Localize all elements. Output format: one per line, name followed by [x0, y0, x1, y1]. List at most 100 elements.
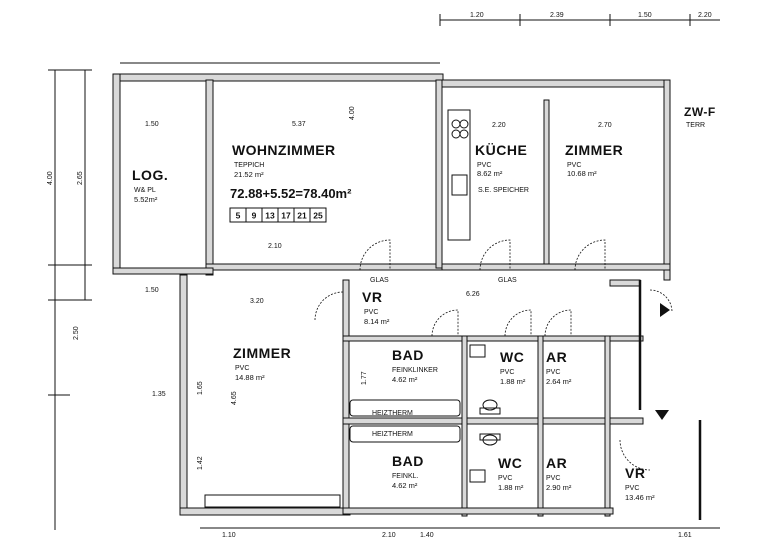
room-area: 10.68 m² [567, 169, 597, 178]
room-wc-1: WC PVC 1.88 m² [500, 349, 526, 386]
room-floor: TEPPICH [234, 162, 264, 169]
dim-wohn-bottom: 2.10 [268, 243, 282, 250]
room-name: VR [362, 289, 382, 305]
arrow-down-icon [655, 410, 669, 420]
dim-left-3: 1.42 [197, 456, 204, 470]
room-bad-1: BAD FEINKLINKER 4.62 m² 1.77 HEIZTHERM [361, 347, 438, 417]
room-floor: FEINKLINKER [392, 367, 438, 374]
dim-left-5: 1.35 [152, 391, 166, 398]
dim-top-0: 1.20 [470, 12, 484, 19]
dim-zimmer1-width: 2.70 [598, 122, 612, 129]
dim-bottom-0: 1.10 [222, 532, 236, 539]
room-name: VR [625, 465, 645, 481]
room-bad-2: HEIZTHERM BAD FEINKL. 4.62 m² [372, 431, 424, 490]
unit-grid-number: 17 [281, 211, 291, 221]
heiztherm-label-1: HEIZTHERM [372, 410, 413, 417]
room-area: 1.88 m² [500, 377, 526, 386]
arrow-right-icon [660, 303, 670, 317]
dim-loggia-width: 1.50 [145, 121, 159, 128]
room-area: 13.46 m² [625, 493, 655, 502]
room-area: 2.90 m² [546, 483, 572, 492]
room-floor: FEINKL. [392, 473, 419, 480]
room-name: WC [500, 349, 524, 365]
room-area: 21.52 m² [234, 170, 264, 179]
room-zimmer-1: ZIMMER PVC 10.68 m² 2.70 [565, 122, 623, 178]
room-floor: PVC [500, 369, 514, 376]
room-name: ZIMMER [233, 345, 291, 361]
dim-loggia-bottom: 1.50 [145, 287, 159, 294]
bottom-dimension-chain: 1.10 2.10 1.40 1.61 [200, 527, 720, 539]
dim-bad-height: 1.77 [361, 371, 368, 385]
room-ar-2: AR PVC 2.90 m² [546, 455, 572, 492]
room-name: WC [498, 455, 522, 471]
outer-walls [112, 73, 671, 516]
room-name: WOHNZIMMER [232, 142, 336, 158]
area-formula: 72.88+5.52=78.40m² [230, 186, 352, 201]
dim-top-1: 2.39 [550, 12, 564, 19]
door-swings [314, 239, 673, 471]
room-name: BAD [392, 453, 424, 469]
unit-number-grid: 5 9 13 17 21 25 [229, 207, 327, 223]
dim-vr-width: 6.26 [466, 291, 480, 298]
room-floor: PVC [546, 369, 560, 376]
room-name: AR [546, 455, 567, 471]
dim-wohn-height: 4.00 [349, 106, 356, 120]
dim-zimmer2-height: 4.65 [231, 391, 238, 405]
unit-grid-number: 5 [236, 211, 241, 221]
dim-left-0: 4.00 [47, 171, 54, 185]
dim-top-3: 2.20 [698, 12, 712, 19]
room-area: 8.14 m² [364, 317, 390, 326]
room-name: ZIMMER [565, 142, 623, 158]
dim-bottom-3: 1.61 [678, 532, 692, 539]
room-floor: PVC [235, 365, 249, 372]
heiztherm-label-2: HEIZTHERM [372, 431, 413, 438]
unit-grid-number: 25 [313, 211, 323, 221]
room-vorraum-1: VR PVC 8.14 m² 6.26 [362, 289, 480, 326]
dim-bottom-2: 1.40 [420, 532, 434, 539]
zw-label: ZW-F [684, 105, 716, 119]
room-wc-2: WC PVC 1.88 m² [498, 455, 524, 492]
dim-left-2: 2.50 [73, 326, 80, 340]
room-note: S.E. SPEICHER [478, 187, 529, 194]
room-area: 8.62 m² [477, 169, 503, 178]
dim-zimmer2-width: 3.20 [250, 298, 264, 305]
room-name: BAD [392, 347, 424, 363]
left-dimension-chain: 4.00 2.65 2.50 1.42 1.65 1.35 [47, 69, 204, 530]
dim-wohn-width: 5.37 [292, 121, 306, 128]
fixtures [204, 109, 501, 508]
room-kueche: KÜCHE PVC 8.62 m² S.E. SPEICHER 2.20 [475, 122, 529, 194]
room-wohnzimmer: WOHNZIMMER TEPPICH 21.52 m² 72.88+5.52=7… [230, 106, 356, 250]
room-floor: PVC [546, 475, 560, 482]
room-area: 4.62 m² [392, 481, 418, 490]
room-ar-1: AR PVC 2.64 m² [546, 349, 572, 386]
room-zimmer-2: ZIMMER PVC 14.88 m² 3.20 4.65 [231, 298, 291, 405]
dim-top-2: 1.50 [638, 12, 652, 19]
room-floor: PVC [477, 162, 491, 169]
room-floor: PVC [567, 162, 581, 169]
unit-grid-number: 13 [265, 211, 275, 221]
unit-grid-cell [309, 207, 327, 223]
glas-label-2: GLAS [498, 277, 517, 284]
room-vorraum-2: VR PVC 13.46 m² [625, 465, 655, 502]
room-floor: PVC [364, 309, 378, 316]
room-area: 2.64 m² [546, 377, 572, 386]
room-area: 4.62 m² [392, 375, 418, 384]
terr-label: TERR [686, 122, 705, 129]
misc-labels: GLAS GLAS ZW-F TERR [370, 105, 716, 284]
room-name: KÜCHE [475, 142, 527, 158]
top-dimension-chain: 1.20 2.39 1.50 2.20 [120, 12, 720, 64]
unit-grid-number: 9 [252, 211, 257, 221]
room-floor: W& PL [134, 187, 156, 194]
interior-walls [342, 263, 702, 520]
dim-left-1: 2.65 [77, 171, 84, 185]
room-name: LOG. [132, 167, 168, 183]
room-area: 1.88 m² [498, 483, 524, 492]
dim-kueche-width: 2.20 [492, 122, 506, 129]
room-name: AR [546, 349, 567, 365]
unit-grid-number: 21 [297, 211, 307, 221]
room-loggia: LOG. W& PL 5.52m² 1.50 1.50 [132, 121, 168, 294]
room-area: 14.88 m² [235, 373, 265, 382]
room-area: 5.52m² [134, 195, 158, 204]
room-floor: PVC [498, 475, 512, 482]
